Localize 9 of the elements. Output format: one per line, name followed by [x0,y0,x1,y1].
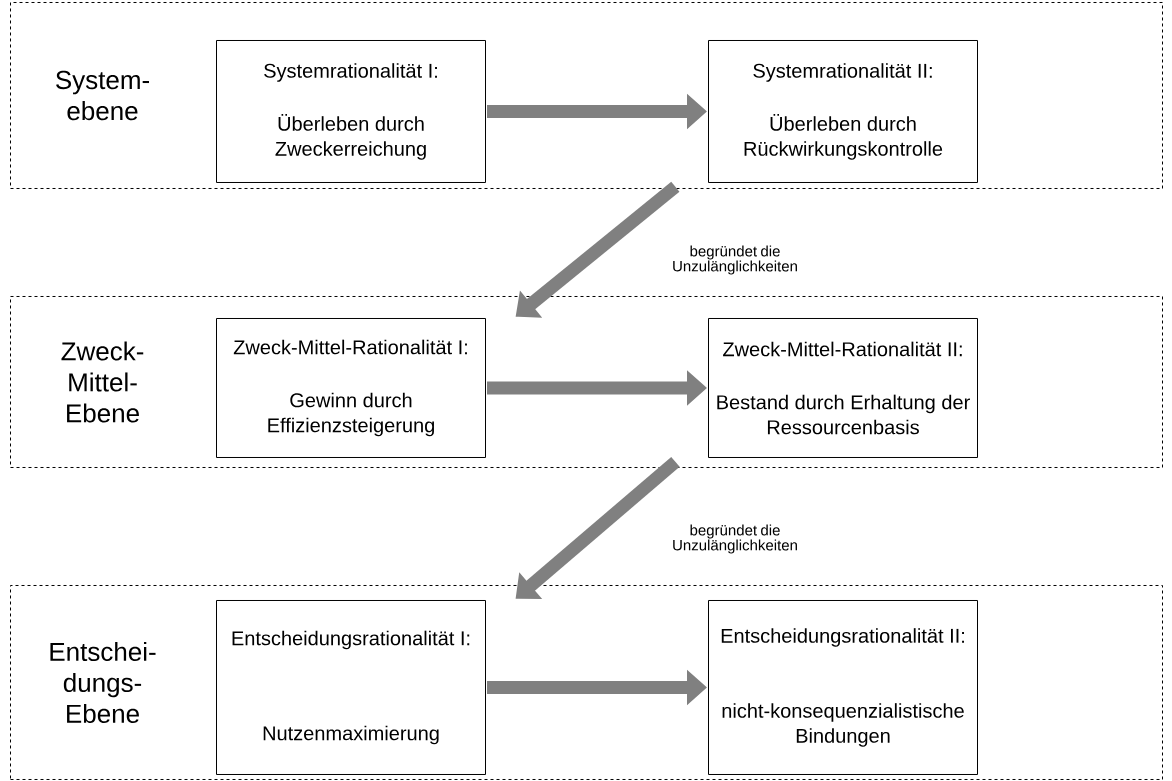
rationality-box: Entscheidungsrationalität I: Nutzenmaximierung [216,600,486,775]
edge-label: begründet die Unzulänglichkeiten [673,524,797,554]
arrow [515,456,680,600]
rationality-box: Zweck-Mittel-Rationalität II: Bestand durch Erhaltung der Ressourcenbasis [708,318,978,458]
rationality-box: Systemrationalität II: Überleben durch Rückwirkungskontrolle [708,40,978,183]
rationality-box: Entscheidungsrationalität II: nicht-konsequenzialistische Bindungen [708,600,978,775]
edge-label: begründet die Unzulänglichkeiten [673,245,797,275]
rationality-box: Zweck-Mittel-Rationalität I: Gewinn durch Effizienzsteigerung [216,318,486,458]
rationality-box: Systemrationalität I: Überleben durch Zweckerreichung [216,40,486,183]
